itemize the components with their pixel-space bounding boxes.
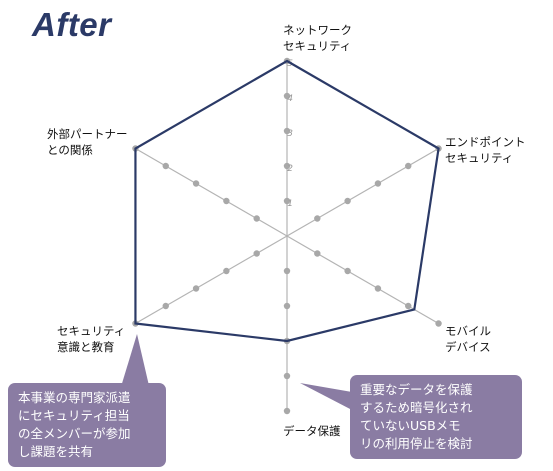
radar-tick-dot: [405, 302, 412, 310]
radar-spoke: [286, 235, 439, 325]
radar-spoke: [135, 147, 288, 237]
radar-spoke: [135, 235, 288, 325]
axis-label-endpoint-security: エンドポイント セキュリティ: [445, 135, 526, 165]
axis-label-mobile-devices: モバイル デバイス: [445, 324, 491, 354]
radar-tick-dot: [283, 267, 291, 275]
radar-tick-dot: [344, 197, 351, 205]
radar-tick-dot: [374, 285, 382, 292]
radar-spoke: [286, 147, 439, 237]
radar-tick-dot: [283, 302, 291, 310]
radar-tick-dot: [283, 197, 291, 205]
radar-spokes: [135, 61, 439, 411]
radar-tick-dot: [223, 267, 230, 275]
radar-tick-dot: [283, 127, 291, 135]
chart-title: After: [32, 6, 112, 43]
radar-tick-dot: [283, 407, 291, 415]
axis-label-security-awareness: セキュリティ 意識と教育: [57, 324, 126, 354]
callout-awareness-note: 本事業の専門家派遣 にセキュリティ担当 の全メンバーが参加 し課題を共有: [8, 383, 166, 467]
radar-tick-dot: [405, 162, 412, 170]
radar-tick-dot: [162, 162, 169, 170]
callout-tail: [300, 383, 352, 410]
axis-label-data-protection: データ保護: [283, 424, 341, 438]
radar-tick-dot: [223, 197, 230, 205]
radar-tick-dot: [314, 215, 321, 222]
radar-tick-dot: [283, 162, 291, 170]
radar-tick-label: 4: [287, 94, 293, 104]
callout-tail: [120, 334, 150, 390]
radar-tick-dot: [374, 180, 382, 187]
radar-series-polygon: [134, 59, 440, 343]
radar-tick-label: 3: [287, 129, 293, 139]
radar-tick-dot: [344, 267, 351, 275]
radar-tick-dot: [283, 372, 291, 380]
axis-label-external-partners: 外部パートナー との関係: [47, 127, 128, 157]
radar-tick-dot: [192, 285, 200, 292]
radar-tick-dot: [253, 215, 260, 222]
radar-tick-dot: [435, 320, 442, 327]
radar-tick-label: 2: [287, 164, 293, 174]
radar-tick-label: 1: [287, 199, 293, 209]
radar-tick-dot: [314, 250, 321, 257]
radar-tick-dot: [192, 180, 200, 187]
radar-tick-dot: [162, 302, 169, 310]
axis-label-network-security: ネットワーク セキュリティ: [283, 23, 352, 53]
callout-tails: [120, 334, 352, 410]
radar-tick-dot: [253, 250, 260, 257]
callout-data-protection-note: 重要なデータを保護 するため暗号化され ていないUSBメモ リの利用停止を検討: [350, 375, 522, 459]
radar-tick-dot: [283, 92, 291, 100]
